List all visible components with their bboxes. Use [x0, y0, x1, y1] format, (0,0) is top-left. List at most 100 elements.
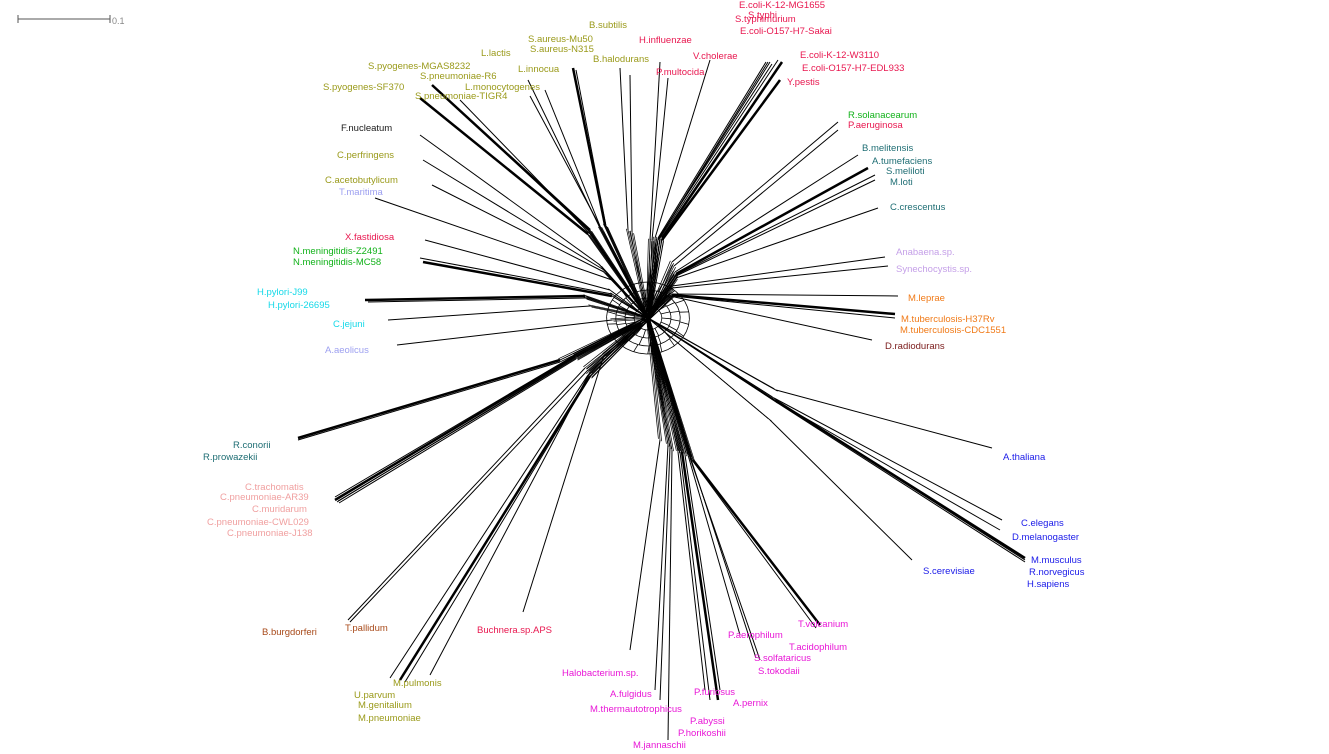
core-ring-edge [634, 334, 639, 337]
taxon-edge [677, 451, 706, 691]
taxon-edge [629, 74, 633, 233]
core-spoke-edge [612, 299, 620, 306]
network-trunk-edge [630, 230, 647, 317]
core-ring-edge [637, 344, 644, 347]
network-trunk-edge [591, 235, 649, 319]
core-spoke-edge [653, 290, 658, 299]
taxon-label: H.sapiens [1027, 579, 1069, 590]
network-trunk-edge [586, 232, 647, 318]
network-trunk-edge [649, 319, 694, 462]
taxon-label: Synechocystis.sp. [896, 264, 972, 275]
taxon-edge [404, 376, 591, 683]
taxon-label: A.thaliana [1003, 452, 1046, 463]
taxon-label: H.influenzae [639, 35, 692, 46]
network-trunk-edge [649, 318, 772, 422]
taxon-edge [629, 439, 661, 651]
network-trunk-edge [602, 316, 647, 355]
taxon-label: B.subtilis [589, 20, 627, 31]
taxon-edge [675, 179, 876, 277]
core-spoke-edge [607, 311, 617, 315]
network-trunk-edge [646, 316, 681, 451]
taxon-label: N.meningitidis-MC58 [293, 257, 381, 268]
network-trunk-edge [593, 237, 650, 320]
network-trunk-edge [626, 228, 647, 317]
taxon-edge [422, 260, 613, 298]
core-ring-edge [669, 312, 672, 316]
taxon-label: S.pyogenes-MGAS8232 [368, 61, 470, 72]
core-ring-edge [669, 334, 674, 340]
core-ring-edge [664, 338, 670, 343]
taxon-label: S.cerevisiae [923, 566, 975, 577]
taxon-label: M.pulmonis [393, 678, 442, 689]
core-spoke-edge [618, 305, 628, 311]
taxon-edge [544, 89, 601, 227]
scale-bar-label: 0.1 [112, 16, 125, 26]
taxon-edge [671, 265, 889, 289]
network-trunk-edge [600, 228, 647, 317]
taxon-edge [337, 357, 577, 502]
taxon-label: M.musculus [1031, 555, 1082, 566]
taxon-edge [660, 61, 784, 239]
taxon-label: H.pylori-J99 [257, 287, 308, 298]
core-spoke-edge [654, 328, 660, 336]
network-trunk-edge [586, 316, 647, 375]
taxon-edge [654, 59, 711, 239]
taxon-label: P.aerophilum [728, 630, 783, 641]
taxon-label: P.aeruginosa [848, 120, 903, 131]
core-ring-edge [660, 319, 662, 323]
taxon-edge [419, 257, 613, 295]
core-ring-edge [657, 333, 662, 337]
taxon-label: D.radiodurans [885, 341, 945, 352]
taxon-label: A.tumefaciens [872, 156, 932, 167]
taxon-edge [689, 457, 761, 661]
taxon-edge [349, 369, 589, 623]
taxon-label: L.monocytogenes [465, 82, 540, 93]
network-trunk-edge [605, 318, 650, 357]
core-ring-edge [679, 312, 681, 318]
taxon-edge [671, 293, 899, 297]
taxon-label: U.parvum [354, 690, 395, 701]
taxon-edge [671, 293, 896, 316]
taxon-edge [680, 451, 720, 701]
taxon-label: L.innocua [518, 64, 560, 75]
taxon-edge [675, 207, 879, 279]
core-spoke-edge [659, 343, 663, 352]
taxon-edge [619, 67, 629, 231]
taxon-edge [419, 134, 601, 266]
taxon-label: M.thermautotrophicus [590, 704, 682, 715]
network-trunk-edge [589, 305, 649, 319]
core-ring-edge [624, 313, 627, 317]
taxon-edge [773, 399, 1001, 531]
core-ring-edge [632, 342, 639, 345]
core-ring-edge [606, 322, 609, 330]
taxon-edge [297, 361, 561, 441]
core-spoke-edge [658, 325, 666, 332]
taxon-label: Buchnera.sp.APS [477, 625, 552, 636]
taxon-edge [529, 95, 603, 231]
network-trunk-edge [583, 316, 647, 368]
taxon-label: T.volcanium [798, 619, 848, 630]
taxon-edge [774, 398, 1026, 560]
taxon-edge [691, 459, 817, 629]
taxon-edge [334, 354, 576, 502]
taxon-edge [692, 459, 821, 626]
core-ring-edge [661, 331, 665, 335]
taxon-edge [575, 69, 607, 227]
core-ring-edge [667, 346, 674, 351]
taxon-edge [671, 256, 886, 287]
taxon-label: S.aureus-N315 [530, 44, 594, 55]
taxon-label: E.coli-K-12-W3110 [800, 50, 879, 61]
core-spoke-edge [661, 317, 672, 320]
network-trunk-edge [646, 316, 684, 454]
taxon-label: R.conorii [233, 440, 271, 451]
core-ring-edge [668, 322, 671, 327]
taxon-label: B.halodurans [593, 54, 649, 65]
network-trunk-edge [607, 227, 650, 320]
network-trunk-edge [649, 267, 676, 320]
core-ring-edge [686, 325, 689, 332]
taxon-edge [396, 319, 613, 346]
network-trunk-edge [646, 316, 671, 449]
core-spoke-edge [670, 311, 680, 313]
taxon-label: P.abyssi [690, 716, 725, 727]
